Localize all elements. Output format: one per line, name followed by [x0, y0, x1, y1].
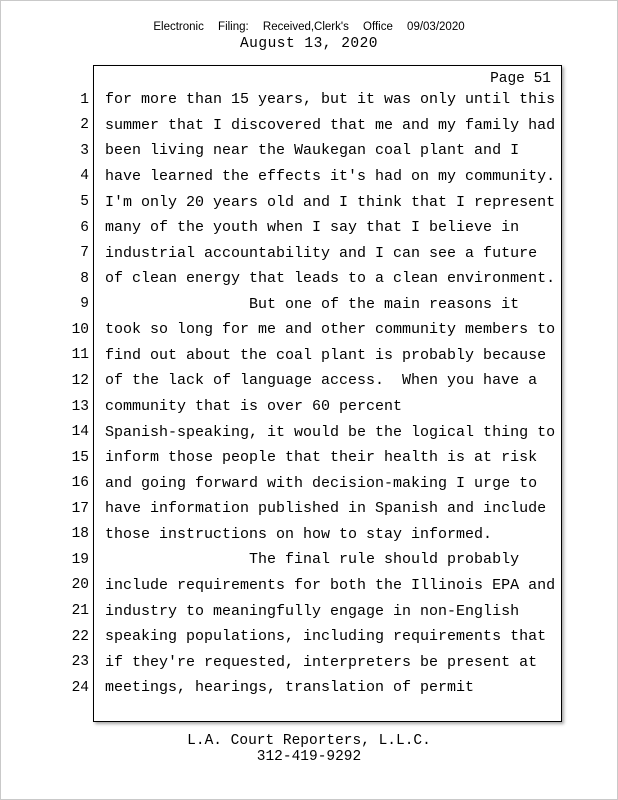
footer-phone-number: 312-419-9292 [256, 749, 362, 765]
transcript-line: 16 and going forward with decision-making… [1, 470, 617, 496]
line-number: 11 [71, 347, 89, 364]
transcript-line: 14 Spanish-speaking, it would be the logi… [1, 419, 617, 445]
line-number: 15 [71, 449, 89, 466]
transcript-line: 18 those instructions on how to stay info… [1, 522, 617, 548]
line-text: industrial accountability and I can see … [105, 244, 538, 262]
line-number: 20 [71, 577, 89, 594]
transcript-line: 13 community that is over 60 percent [1, 394, 617, 420]
line-text: took so long for me and other community … [105, 321, 556, 339]
line-text: But one of the main reasons it [105, 295, 520, 313]
line-text: have learned the effects it's had on my … [105, 167, 556, 185]
transcript-line: 7 industrial accountability and I can see… [1, 240, 617, 266]
transcript-line: 20 include requirements for both the Illi… [1, 573, 617, 599]
line-text: speaking populations, including requirem… [105, 628, 547, 646]
line-number: 3 [80, 142, 89, 159]
transcript-line: 4 have learned the effects it's had on my… [1, 164, 617, 190]
line-text: of clean energy that leads to a clean en… [105, 270, 556, 288]
line-text: inform those people that their health is… [105, 449, 538, 467]
line-text: community that is over 60 percent [105, 398, 403, 416]
transcript-box [93, 65, 562, 722]
transcript-line: 8 of clean energy that leads to a clean e… [1, 266, 617, 292]
transcript-line: 22 speaking populations, including requir… [1, 624, 617, 650]
transcript-line: 24 meetings, hearings, translation of per… [1, 675, 617, 701]
line-text: find out about the coal plant is probabl… [105, 346, 547, 364]
transcript-line: 9 But one of the main reasons it [1, 292, 617, 318]
line-text: I'm only 20 years old and I think that I… [105, 193, 556, 211]
line-text: industry to meaningfully engage in non-E… [105, 602, 520, 620]
line-number: 9 [80, 296, 89, 313]
line-number: 6 [80, 219, 89, 236]
page-number: Page 51 [490, 71, 551, 87]
line-text: meetings, hearings, translation of permi… [105, 679, 475, 697]
transcript-line: 19 The final rule should probably [1, 547, 617, 573]
transcript-line: 1 for more than 15 years, but it was only… [1, 87, 617, 113]
line-number: 19 [71, 551, 89, 568]
line-text: of the lack of language access. When you… [105, 372, 538, 390]
line-text: include requirements for both the Illino… [105, 576, 556, 594]
line-number: 7 [80, 245, 89, 262]
line-number: 21 [71, 603, 89, 620]
line-number: 24 [71, 679, 89, 696]
line-number: 2 [80, 117, 89, 134]
line-number: 1 [80, 91, 89, 108]
transcript-line: 23 if they're requested, interpreters be … [1, 649, 617, 675]
line-number: 13 [71, 398, 89, 415]
line-text: summer that I discovered that me and my … [105, 116, 556, 134]
electronic-filing-header: Electronic Filing: Received,Clerk's Offi… [153, 21, 465, 33]
line-number: 4 [80, 168, 89, 185]
line-number: 18 [71, 526, 89, 543]
line-number: 12 [71, 372, 89, 389]
footer-court-reporter: L.A. Court Reporters, L.L.C. [187, 733, 431, 749]
transcript-line: 2 summer that I discovered that me and my… [1, 113, 617, 139]
transcript-line: 10 took so long for me and other communit… [1, 317, 617, 343]
line-text: have information published in Spanish an… [105, 500, 547, 518]
transcript-line: 21 industry to meaningfully engage in non… [1, 598, 617, 624]
hearing-date-header: August 13, 2020 [239, 36, 379, 52]
transcript-line: 5 I'm only 20 years old and I think that … [1, 189, 617, 215]
transcript-line: 6 many of the youth when I say that I bel… [1, 215, 617, 241]
transcript-line: 12 of the lack of language access. When y… [1, 368, 617, 394]
transcript-line: 15 inform those people that their health … [1, 445, 617, 471]
line-text: for more than 15 years, but it was only … [105, 91, 556, 109]
line-number: 8 [80, 270, 89, 287]
line-text: been living near the Waukegan coal plant… [105, 142, 520, 160]
line-number: 16 [71, 475, 89, 492]
line-number: 17 [71, 500, 89, 517]
line-number: 10 [71, 321, 89, 338]
transcript-line: 3 been living near the Waukegan coal plan… [1, 138, 617, 164]
line-number: 5 [80, 194, 89, 211]
line-text: many of the youth when I say that I beli… [105, 219, 520, 237]
transcript-line: 11 find out about the coal plant is proba… [1, 343, 617, 369]
line-number: 22 [71, 628, 89, 645]
transcript-lines: 1 for more than 15 years, but it was only… [1, 87, 617, 701]
line-text: those instructions on how to stay inform… [105, 525, 493, 543]
line-number: 23 [71, 654, 89, 671]
line-text: The final rule should probably [105, 551, 520, 569]
line-text: if they're requested, interpreters be pr… [105, 653, 538, 671]
transcript-line: 17 have information published in Spanish … [1, 496, 617, 522]
line-number: 14 [71, 424, 89, 441]
line-text: Spanish-speaking, it would be the logica… [105, 423, 556, 441]
line-text: and going forward with decision-making I… [105, 474, 538, 492]
